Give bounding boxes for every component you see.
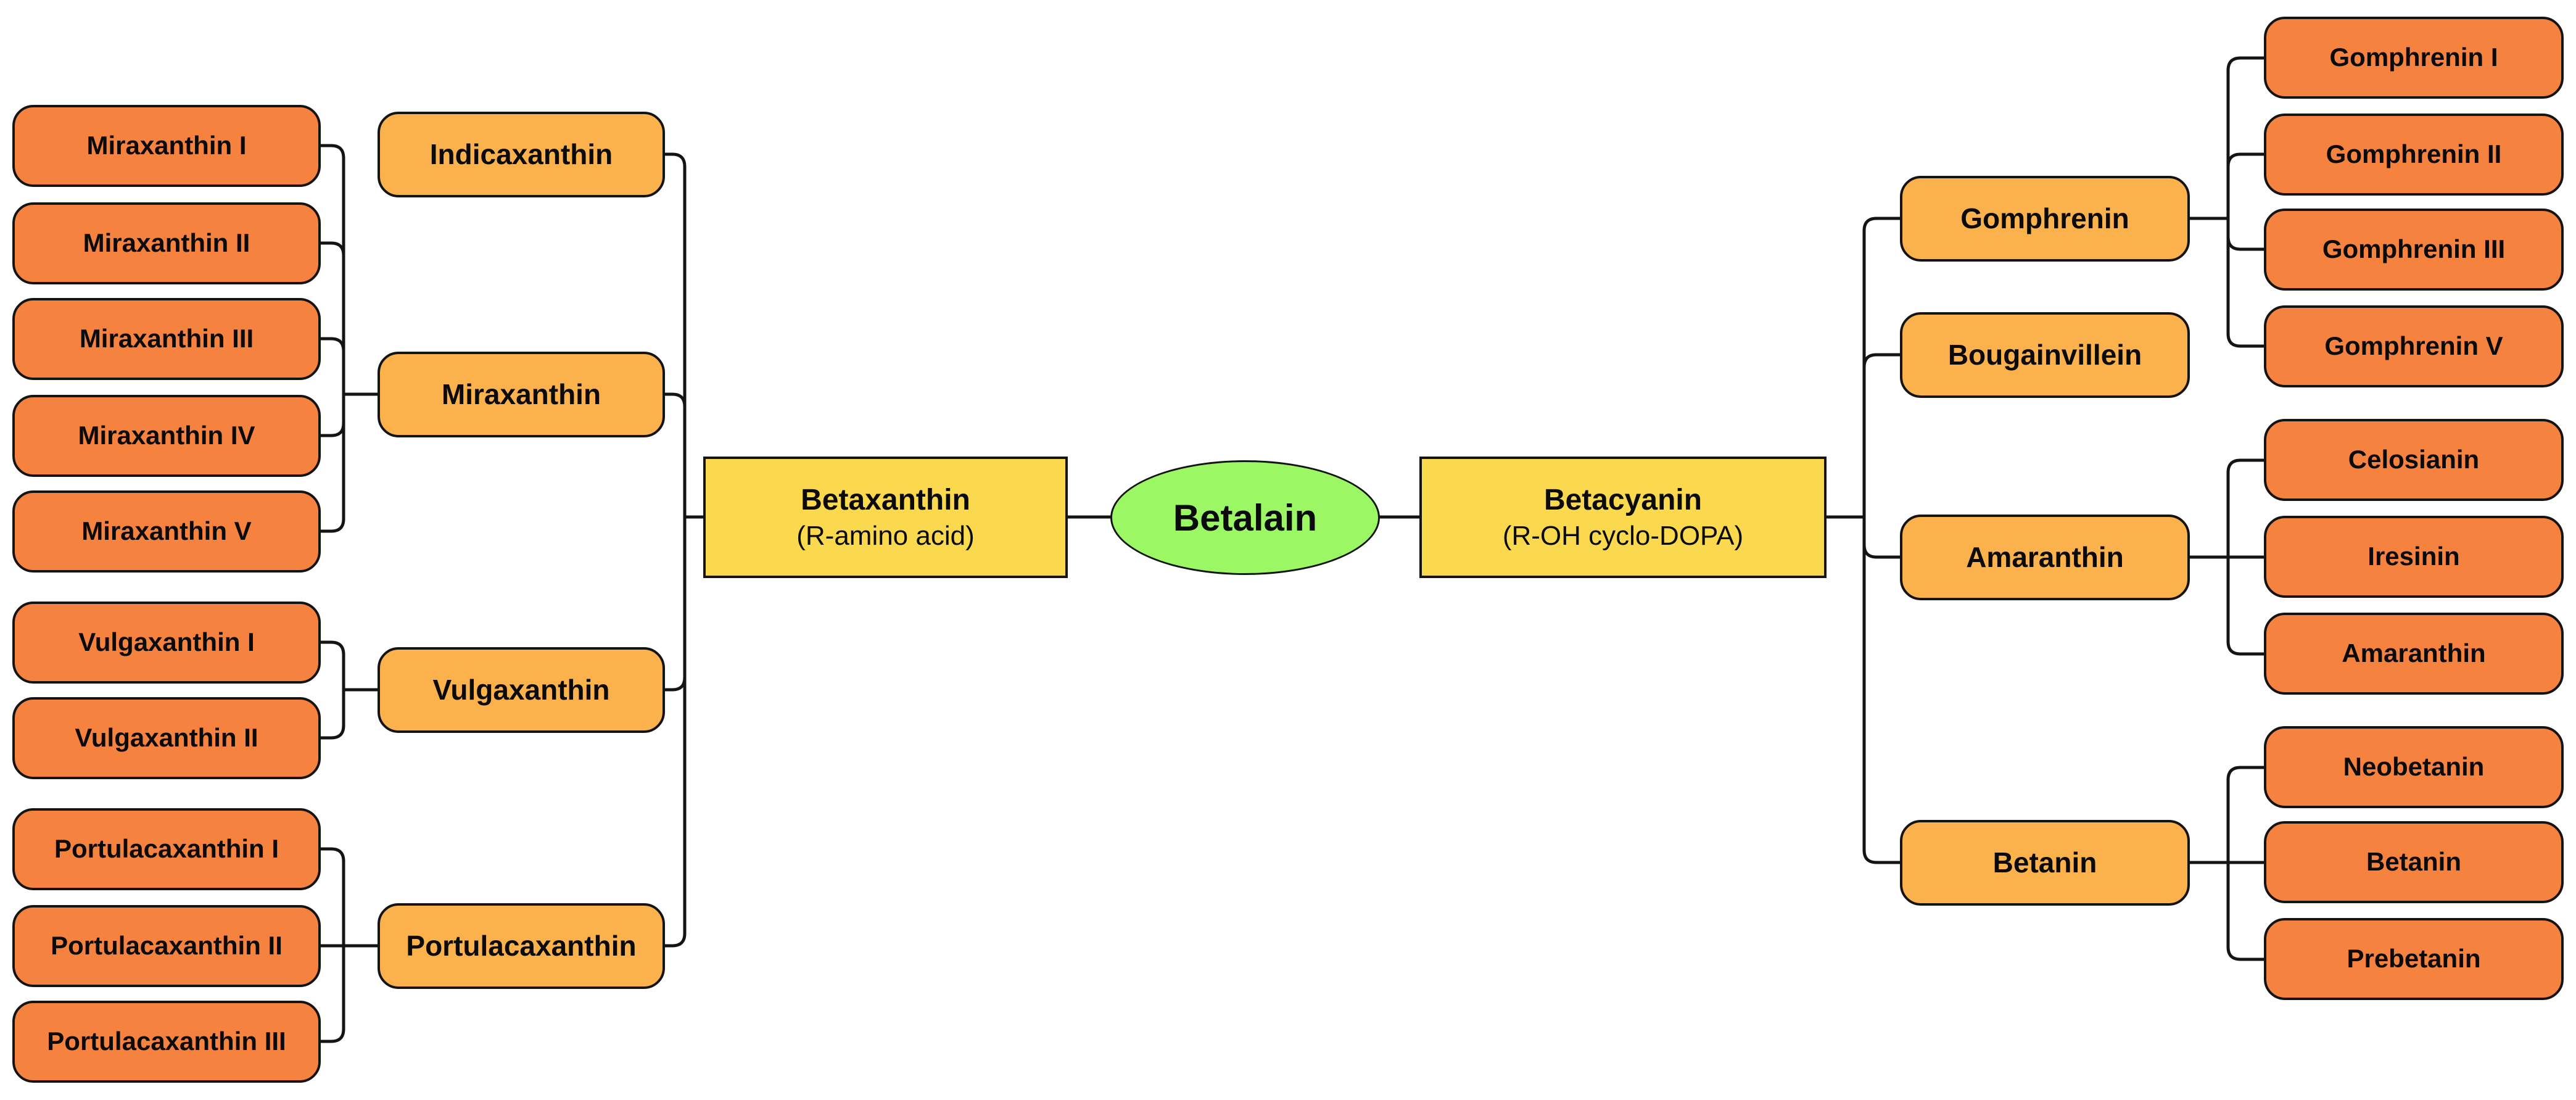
node-label: Portulacaxanthin III xyxy=(47,1027,286,1056)
connectors-miraxanthin-leaves xyxy=(319,144,379,533)
node-portulacaxanthin-iii: Portulacaxanthin III xyxy=(12,1001,321,1083)
node-label: Vulgaxanthin xyxy=(432,674,610,706)
node-betacyanin: Betacyanin (R-OH cyclo-DOPA) xyxy=(1419,457,1827,578)
node-gomphrenin-ii: Gomphrenin II xyxy=(2264,114,2564,196)
node-label: Betanin xyxy=(1992,846,2097,879)
node-gomphrenin-i: Gomphrenin I xyxy=(2264,17,2564,99)
node-label: Iresinin xyxy=(2368,542,2460,571)
branch-title: Betacyanin xyxy=(1543,483,1703,516)
node-label: Miraxanthin III xyxy=(79,324,254,354)
node-label: Celosianin xyxy=(2348,445,2480,474)
node-indicaxanthin: Indicaxanthin xyxy=(378,112,665,197)
node-label: Gomphrenin V xyxy=(2324,331,2503,361)
node-portulacaxanthin-group: Portulacaxanthin xyxy=(378,903,665,989)
node-label: Vulgaxanthin II xyxy=(75,723,258,753)
root-label: Betalain xyxy=(1173,497,1318,539)
node-label: Gomphrenin I xyxy=(2329,43,2498,72)
node-label: Miraxanthin IV xyxy=(78,421,255,450)
node-miraxanthin-iv: Miraxanthin IV xyxy=(12,395,321,477)
node-gomphrenin-v: Gomphrenin V xyxy=(2264,305,2564,387)
connectors-right-mid-trunk xyxy=(1862,217,1902,864)
node-label: Miraxanthin xyxy=(441,378,601,411)
node-portulacaxanthin-ii: Portulacaxanthin II xyxy=(12,905,321,987)
connectors-left-mid-trunk xyxy=(663,152,705,948)
node-label: Bougainvillein xyxy=(1947,339,2142,371)
connectors-vulgaxanthin-leaves xyxy=(319,640,379,740)
node-iresinin: Iresinin xyxy=(2264,516,2564,598)
node-label: Gomphrenin III xyxy=(2322,234,2506,264)
node-label: Portulacaxanthin I xyxy=(54,834,279,864)
node-betanin-leaf: Betanin xyxy=(2264,821,2564,903)
node-gomphrenin-group: Gomphrenin xyxy=(1900,176,2190,262)
node-label: Betanin xyxy=(2366,847,2461,877)
node-vulgaxanthin-i: Vulgaxanthin I xyxy=(12,602,321,684)
node-label: Gomphrenin xyxy=(1960,202,2129,235)
node-vulgaxanthin-group: Vulgaxanthin xyxy=(378,647,665,733)
node-label: Portulacaxanthin xyxy=(406,930,637,962)
connectors-betanin-leaves xyxy=(2188,766,2266,961)
node-betanin-group: Betanin xyxy=(1900,820,2190,906)
node-label: Miraxanthin V xyxy=(81,516,252,546)
node-vulgaxanthin-ii: Vulgaxanthin II xyxy=(12,697,321,779)
node-neobetanin: Neobetanin xyxy=(2264,726,2564,808)
branch-subtitle: (R-OH cyclo-DOPA) xyxy=(1502,520,1744,551)
node-miraxanthin-i: Miraxanthin I xyxy=(12,105,321,187)
node-bougainvillein: Bougainvillein xyxy=(1900,312,2190,398)
node-celosianin: Celosianin xyxy=(2264,419,2564,501)
node-prebetanin: Prebetanin xyxy=(2264,918,2564,1000)
connectors-amaranthin-leaves xyxy=(2188,458,2266,656)
node-label: Prebetanin xyxy=(2347,944,2481,974)
node-betalain-root: Betalain xyxy=(1110,460,1380,575)
branch-subtitle: (R-amino acid) xyxy=(796,520,975,551)
node-miraxanthin-v: Miraxanthin V xyxy=(12,490,321,573)
node-label: Gomphrenin II xyxy=(2326,139,2502,169)
branch-title: Betaxanthin xyxy=(801,483,970,516)
node-label: Vulgaxanthin I xyxy=(78,627,255,657)
node-label: Miraxanthin I xyxy=(86,131,247,160)
node-miraxanthin-group: Miraxanthin xyxy=(378,352,665,437)
node-label: Amaranthin xyxy=(2342,639,2486,668)
node-label: Neobetanin xyxy=(2343,752,2485,782)
node-label: Amaranthin xyxy=(1966,541,2124,574)
connectors-gomphrenin-leaves xyxy=(2188,56,2266,348)
node-miraxanthin-ii: Miraxanthin II xyxy=(12,202,321,284)
node-miraxanthin-iii: Miraxanthin III xyxy=(12,298,321,380)
node-amaranthin-group: Amaranthin xyxy=(1900,515,2190,600)
node-betaxanthin: Betaxanthin (R-amino acid) xyxy=(703,457,1068,578)
node-portulacaxanthin-i: Portulacaxanthin I xyxy=(12,808,321,890)
node-label: Miraxanthin II xyxy=(83,228,250,258)
node-label: Portulacaxanthin II xyxy=(51,931,283,961)
node-amaranthin-leaf: Amaranthin xyxy=(2264,613,2564,695)
node-label: Indicaxanthin xyxy=(429,138,613,171)
node-gomphrenin-iii: Gomphrenin III xyxy=(2264,209,2564,291)
connectors-portulacaxanthin-leaves xyxy=(319,847,379,1043)
